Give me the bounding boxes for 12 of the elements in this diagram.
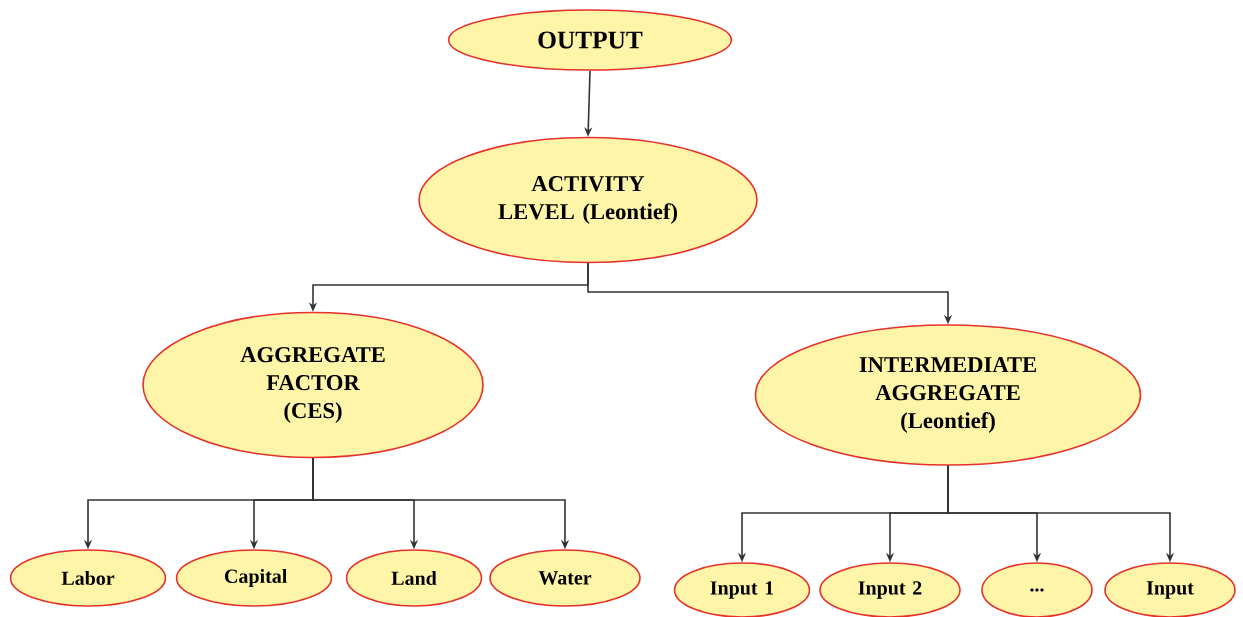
ellipse-node: Labor bbox=[9, 549, 167, 607]
ellipse-node: Land bbox=[345, 549, 483, 607]
ellipse-node: Input bbox=[1104, 562, 1236, 617]
ellipse-node: ACTIVITY LEVEL (Leontief) bbox=[418, 136, 758, 264]
ellipse-node: AGGREGATE FACTOR (CES) bbox=[142, 311, 484, 459]
ellipse-node: Input 1 bbox=[673, 562, 811, 617]
ellipse-node: INTERMEDIATE AGGREGATE (Leontief) bbox=[754, 324, 1142, 466]
ellipse-node: OUTPUT bbox=[447, 9, 733, 71]
ellipse-node: Input 2 bbox=[819, 562, 961, 617]
ellipse-node: Capital bbox=[175, 549, 333, 607]
ellipse-node: ... bbox=[981, 562, 1093, 617]
ellipse-node: Water bbox=[489, 549, 641, 607]
